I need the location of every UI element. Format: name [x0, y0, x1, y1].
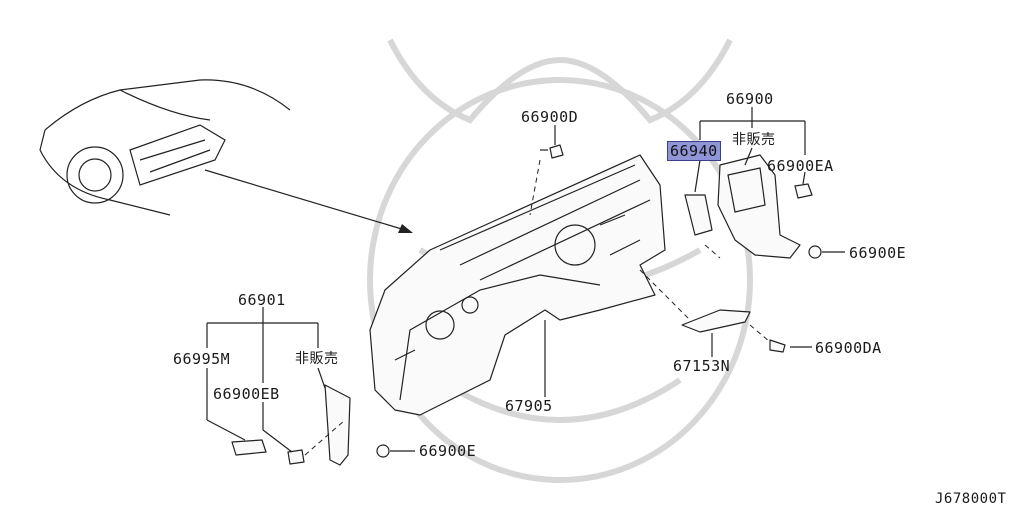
- reference-arrow: [204, 169, 406, 231]
- bracket-67153n: [681, 309, 751, 333]
- clip-66900d: [549, 144, 564, 159]
- label-66900d: 66900D: [521, 108, 579, 126]
- label-66900: 66900: [726, 90, 774, 108]
- label-66900ea: 66900EA: [767, 157, 834, 175]
- label-66900e-right: 66900E: [849, 244, 907, 262]
- car-outline-illustration: [39, 79, 291, 216]
- label-67905: 67905: [505, 397, 553, 415]
- clip-66900e-right: [808, 245, 822, 259]
- right-insulator-part: [684, 154, 801, 259]
- clip-66995m: [231, 439, 267, 456]
- label-66995m: 66995M: [173, 350, 231, 368]
- leader-lines: [206, 107, 845, 456]
- dash-insulator-part: [369, 154, 666, 416]
- label-66900e-bottom: 66900E: [419, 442, 477, 460]
- label-66900eb: 66900EB: [213, 385, 280, 403]
- clip-66900da: [769, 339, 786, 353]
- label-66900da: 66900DA: [815, 339, 882, 357]
- label-66901: 66901: [238, 291, 286, 309]
- label-hihanbai-left: 非販売: [295, 351, 339, 367]
- clip-66900e-bottom: [376, 444, 390, 458]
- clip-66900ea: [794, 183, 813, 199]
- left-insulator-part: [324, 384, 351, 466]
- label-66940-highlighted[interactable]: 66940: [667, 141, 721, 161]
- label-67153n: 67153N: [673, 357, 731, 375]
- label-hihanbai-right: 非販売: [732, 132, 776, 148]
- clip-66900eb: [287, 449, 305, 465]
- diagram-footer-code: J678000T: [935, 491, 1007, 507]
